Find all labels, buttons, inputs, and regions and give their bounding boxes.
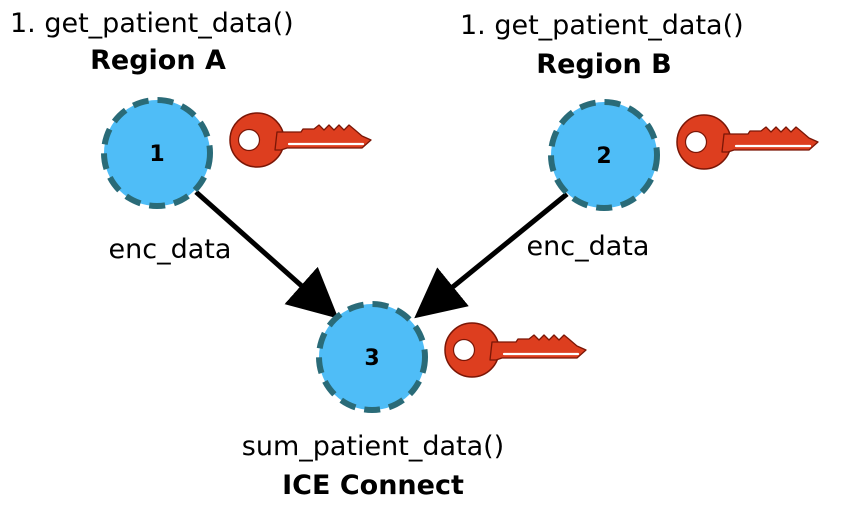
key-icon (443, 321, 588, 379)
node-2[interactable]: 2 (548, 99, 660, 211)
edge-2-label: enc_data (526, 231, 650, 262)
node-3-circle (316, 301, 428, 413)
key-icon (675, 113, 820, 171)
node-1-function: 1. get_patient_data() (10, 8, 294, 39)
node-2-name: Region B (536, 49, 672, 80)
node-1-label: 1 (149, 142, 164, 167)
node-1-name: Region A (90, 45, 226, 76)
node-1[interactable]: 1 (101, 97, 213, 209)
node-3[interactable]: 3 (316, 301, 428, 413)
node-3-function: sum_patient_data() (241, 431, 505, 462)
node-2-label: 2 (596, 144, 611, 169)
node-2-function: 1. get_patient_data() (460, 10, 744, 41)
node-3-label: 3 (364, 346, 379, 371)
edge-2-to-3 (414, 192, 569, 319)
edge-1-to-3 (194, 190, 339, 319)
node-3-name: ICE Connect (282, 470, 464, 501)
node-2-circle (548, 99, 660, 211)
key-icon (228, 111, 373, 169)
edge-1-label: enc_data (108, 234, 232, 265)
node-1-circle (101, 97, 213, 209)
